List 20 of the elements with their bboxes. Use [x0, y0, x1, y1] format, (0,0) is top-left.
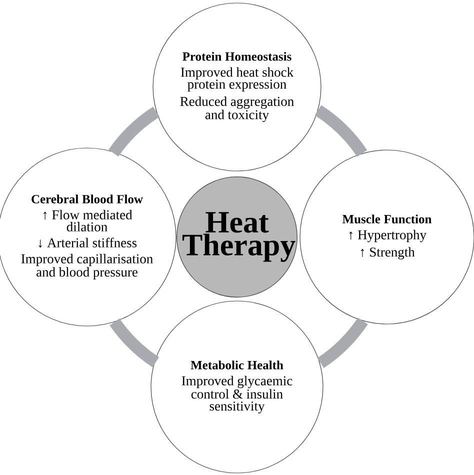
circle-text: ↓ Arterial stiffness — [38, 238, 137, 248]
circle-text: ↑ Strength — [360, 247, 415, 260]
circle-text: Reduced aggregation and toxicity — [180, 96, 294, 122]
ring-segment — [314, 105, 368, 157]
circle-text: ↑ Hypertrophy — [349, 230, 426, 242]
topic-circle — [150, 300, 324, 474]
circle-heading: Cerebral Blood Flow — [32, 194, 143, 204]
topic-circle — [152, 2, 322, 172]
circle-heading: Metabolic Health — [190, 360, 284, 370]
ring-segment — [317, 318, 368, 368]
circle-text: Improved capillarisation and blood pressure — [21, 254, 153, 280]
circle-text: ↑ Flow mediated dilation — [43, 210, 132, 232]
hub-circle — [176, 176, 298, 298]
circle-heading: Protein Homeostasis — [182, 52, 292, 61]
circle-text: Improved glycaemic control & insulin sensitivity — [182, 376, 292, 414]
ring-segment — [110, 318, 160, 368]
ring-segment — [108, 106, 160, 157]
circle-text: Improved heat shock protein expression — [180, 67, 294, 92]
circle-heading: Muscle Function — [342, 214, 432, 224]
hub-label: Heat Therapy — [182, 212, 296, 262]
